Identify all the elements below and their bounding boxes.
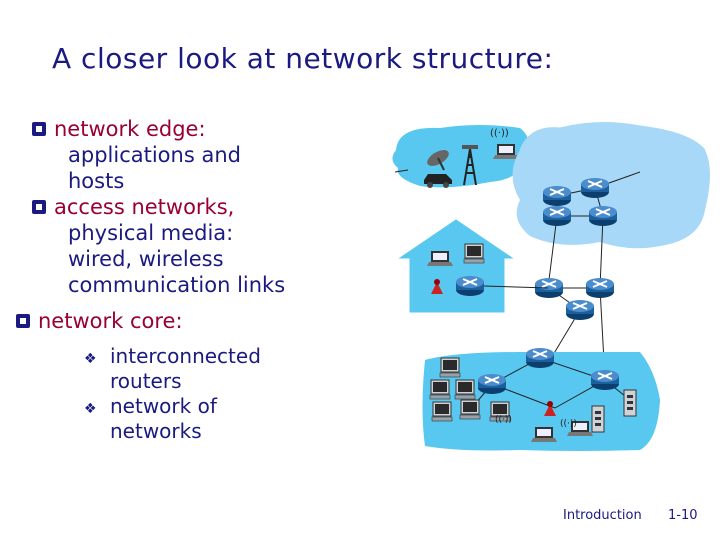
pc-icon — [429, 379, 451, 400]
bullet-access-networks: access networks, — [32, 194, 362, 220]
home-router-icon — [455, 275, 485, 297]
car-icon — [424, 174, 452, 188]
router-icon — [542, 185, 572, 207]
router-icon — [585, 277, 615, 299]
router-icon — [580, 177, 610, 199]
wifi-signal-icon: ((·)) — [495, 415, 512, 425]
router-icon — [590, 369, 620, 391]
pc-icon — [431, 401, 453, 422]
pc-icon — [463, 243, 485, 264]
bullet-network-edge: network edge: — [32, 116, 362, 142]
page-number: 1-10 — [668, 508, 698, 523]
bullet-text: communication links — [68, 273, 286, 297]
svg-text:((·)): ((·)) — [490, 128, 509, 139]
wifi-signal-icon: ((·)) — [560, 419, 577, 429]
global-isp-cloud — [512, 122, 710, 249]
square-bullet-icon — [16, 314, 30, 328]
bullet-text: networks — [110, 419, 202, 443]
laptop-link — [394, 169, 409, 173]
bullet-text: applications and — [68, 143, 241, 167]
bullet-list: network edge: applications and hosts acc… — [16, 116, 362, 444]
subbullet-networks: ❖ network of — [84, 394, 362, 419]
square-bullet-icon — [32, 200, 46, 214]
server-icon — [591, 405, 605, 433]
footer-section: Introduction — [563, 508, 642, 523]
mobile-network-cloud — [392, 125, 529, 188]
home-uplink — [483, 285, 549, 289]
server-icon — [623, 389, 637, 417]
wifi-signal-icon: ((·)) — [490, 128, 509, 139]
satellite-dish-icon — [427, 150, 449, 171]
slide-title: A closer look at network structure: — [52, 42, 554, 75]
pc-icon — [459, 399, 481, 420]
router-icon — [565, 299, 595, 321]
router-icon — [525, 347, 555, 369]
router-icon — [588, 205, 618, 227]
router-icon — [542, 205, 572, 227]
bullet-text: physical media: — [68, 221, 234, 245]
bullet-text: routers — [110, 369, 182, 393]
subbullet-routers: ❖ interconnected — [84, 344, 362, 369]
antenna-tower-icon — [462, 145, 478, 186]
pc-icon — [454, 379, 476, 400]
pc-icon — [439, 357, 461, 378]
router-icon — [477, 373, 507, 395]
diamond-bullet-icon: ❖ — [84, 401, 97, 417]
bullet-text: wired, wireless — [68, 247, 224, 271]
bullet-text: hosts — [68, 169, 125, 193]
diamond-bullet-icon: ❖ — [84, 351, 97, 367]
bullet-network-core: network core: — [16, 308, 362, 334]
square-bullet-icon — [32, 122, 46, 136]
home-network-house — [398, 219, 514, 313]
